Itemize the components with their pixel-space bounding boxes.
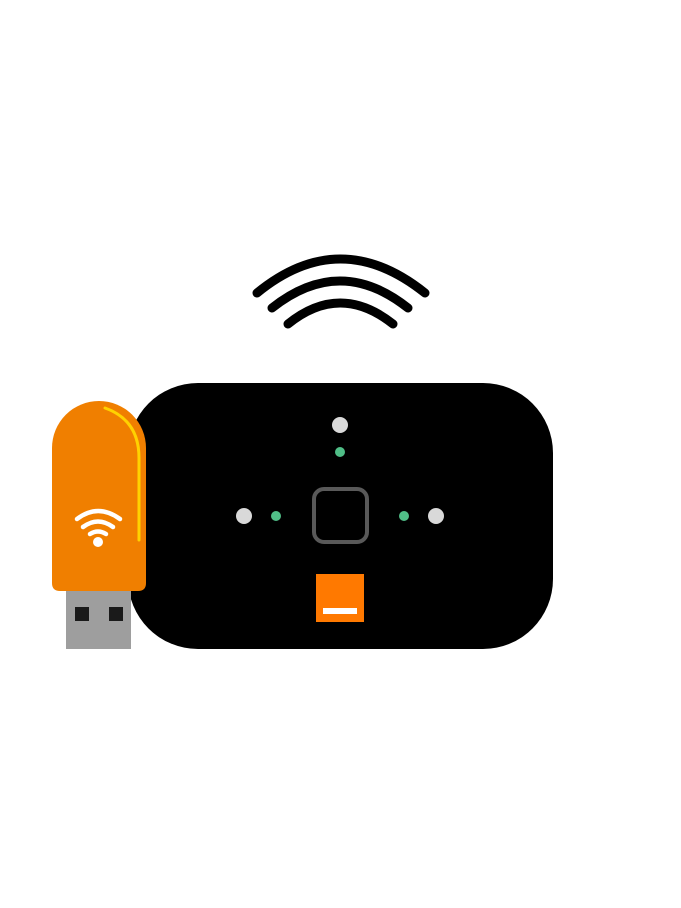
- device-body: [128, 383, 553, 649]
- indicator-light-right: [428, 508, 444, 524]
- dongle-highlight: [103, 406, 141, 542]
- power-button: [312, 487, 369, 544]
- status-led-left: [271, 511, 281, 521]
- wifi-icon: [74, 508, 123, 547]
- wifi-arc-middle: [267, 276, 413, 313]
- wifi-signal-icon: [252, 254, 430, 329]
- status-led-top: [335, 447, 345, 457]
- wifi-arc-outer: [252, 254, 430, 298]
- usb-contact-right: [109, 607, 123, 621]
- indicator-light-top: [332, 417, 348, 433]
- status-led-right: [399, 511, 409, 521]
- usb-wifi-dongle: [52, 401, 146, 649]
- indicator-light-left: [236, 508, 252, 524]
- wifi-arc-inner: [283, 298, 398, 329]
- mobile-hotspot-device: [128, 383, 553, 649]
- dongle-body: [52, 401, 146, 591]
- orange-logo-icon: [316, 574, 364, 622]
- usb-contact-left: [75, 607, 89, 621]
